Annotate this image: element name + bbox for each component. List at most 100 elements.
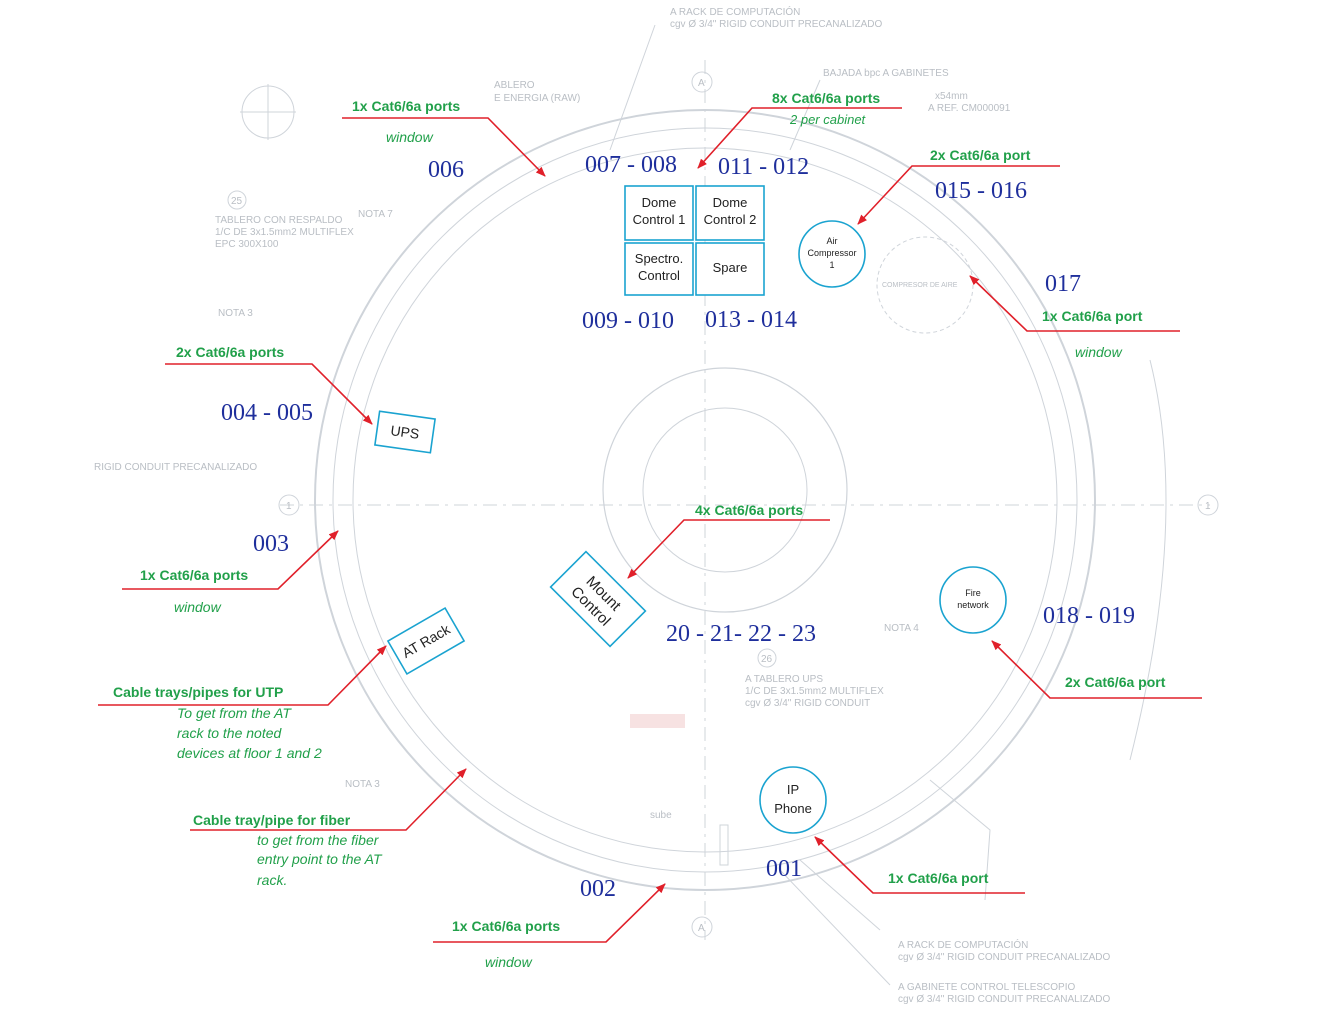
device-ip-phone: IP Phone <box>759 766 827 834</box>
port-numbers: 006 007 - 008 011 - 012 015 - 016 017 00… <box>221 152 1135 902</box>
bg-rigid: RIGID CONDUIT PRECANALIZADO <box>94 462 257 473</box>
bg-marker-1-right: 1 <box>1205 501 1211 512</box>
bg-marker-1-left: 1 <box>286 501 292 512</box>
bg-marker-a-bottom: A <box>698 923 705 934</box>
port-number-20-23: 20 - 21- 22 - 23 <box>666 621 816 647</box>
bg-tablero-1: ABLERO <box>494 80 535 91</box>
label-bottom-window: window <box>485 954 533 970</box>
bg-tablero-ups-1: A TABLERO UPS <box>745 674 823 685</box>
bg-bajada-3: A REF. CM000091 <box>928 103 1011 114</box>
label-left-ports: 1x Cat6/6a ports <box>140 567 248 583</box>
port-number-006: 006 <box>428 157 464 183</box>
port-number-015-016: 015 - 016 <box>935 178 1027 204</box>
label-tray-fiber: Cable tray/pipe for fiber <box>193 812 351 828</box>
label-left-window: window <box>174 599 222 615</box>
port-number-009-010: 009 - 010 <box>582 308 674 334</box>
bg-bajada-2: x54mm <box>935 91 968 102</box>
port-number-004-005: 004 - 005 <box>221 400 313 426</box>
label-phone-ports: 1x Cat6/6a port <box>888 870 989 886</box>
device-fire-network: Fire network <box>939 566 1007 634</box>
bg-marker-25: 25 <box>231 196 243 207</box>
device-dome-control-1: Dome Control 1 <box>624 185 694 241</box>
dome-control-2-line-1: Dome <box>713 195 748 210</box>
port-number-002: 002 <box>580 876 616 902</box>
device-spectro-control: Spectro. Control <box>624 242 694 296</box>
bg-gab-bot-1: A GABINETE CONTROL TELESCOPIO <box>898 982 1075 993</box>
label-top-left-window: window <box>386 129 434 145</box>
bg-tablero-resp-3: EPC 300X100 <box>215 239 279 250</box>
air-compressor-line-1: Air <box>827 236 838 246</box>
label-right-ports: 1x Cat6/6a port <box>1042 308 1143 324</box>
fire-network-line-2: network <box>957 600 989 610</box>
bg-nota3-top: NOTA 3 <box>218 308 253 319</box>
label-tray-fiber-note-1: to get from the fiber <box>257 832 380 848</box>
arrow-002 <box>433 883 666 943</box>
port-labels: 1x Cat6/6a ports window 8x Cat6/6a ports… <box>113 90 1166 970</box>
port-number-007-008: 007 - 008 <box>585 152 677 178</box>
arrow-fire <box>991 640 1202 699</box>
port-number-013-014: 013 - 014 <box>705 307 797 333</box>
label-top-left-ports: 1x Cat6/6a ports <box>352 98 460 114</box>
fire-network-line-1: Fire <box>965 588 981 598</box>
port-number-011-012: 011 - 012 <box>718 154 809 180</box>
bg-rack-bot-1: A RACK DE COMPUTACIÓN <box>898 938 1028 951</box>
arrow-phone <box>814 836 1025 894</box>
label-mount-ports: 4x Cat6/6a ports <box>695 502 803 518</box>
label-top-right-ports: 2x Cat6/6a port <box>930 147 1031 163</box>
label-trays-utp-note-2: rack to the noted <box>177 725 283 741</box>
arrow-006 <box>342 117 546 177</box>
bg-marker-26: 26 <box>761 654 773 665</box>
arrow-ups <box>165 363 373 425</box>
label-bottom-ports: 1x Cat6/6a ports <box>452 918 560 934</box>
dome-control-2-line-2: Control 2 <box>704 212 757 227</box>
arrow-at-rack <box>98 645 387 706</box>
bg-rack-top-2: cgv Ø 3/4" RIGID CONDUIT PRECANALIZADO <box>670 19 883 30</box>
label-top-center-ports: 8x Cat6/6a ports <box>772 90 880 106</box>
bg-tablero-resp-2: 1/C DE 3x1.5mm2 MULTIFLEX <box>215 227 354 238</box>
device-mount-control: Mount Control <box>549 550 647 648</box>
bg-tablero-ups-3: cgv Ø 3/4" RIGID CONDUIT <box>745 698 870 709</box>
bg-tablero-2: E ENERGIA (RAW) <box>494 93 580 104</box>
bg-compresor: COMPRESOR DE AIRE <box>882 282 958 289</box>
label-tray-fiber-note-2: entry point to the AT <box>257 851 383 867</box>
label-fire-ports: 2x Cat6/6a port <box>1065 674 1166 690</box>
device-dome-control-2: Dome Control 2 <box>695 185 765 241</box>
label-trays-utp-note-3: devices at floor 1 and 2 <box>177 745 322 761</box>
bg-rack-bot-2: cgv Ø 3/4" RIGID CONDUIT PRECANALIZADO <box>898 952 1111 963</box>
bg-gab-bot-2: cgv Ø 3/4" RIGID CONDUIT PRECANALIZADO <box>898 994 1111 1005</box>
label-ups-ports: 2x Cat6/6a ports <box>176 344 284 360</box>
spare-label: Spare <box>713 260 748 275</box>
bg-nota7: NOTA 7 <box>358 209 393 220</box>
air-compressor-line-2: Compressor <box>807 248 856 258</box>
arrow-mount <box>627 519 830 579</box>
ups-label: UPS <box>390 422 421 442</box>
device-ups: UPS <box>374 410 436 454</box>
bg-bajada-1: BAJADA bpc A GABINETES <box>823 68 949 79</box>
arrow-air-compressor <box>857 165 1060 225</box>
port-number-003: 003 <box>253 531 289 557</box>
dome-control-1-line-1: Dome <box>642 195 677 210</box>
dome-control-1-line-2: Control 1 <box>633 212 686 227</box>
bg-nota3-bottom: NOTA 3 <box>345 779 380 790</box>
bg-rack-top-1: A RACK DE COMPUTACIÓN <box>670 5 800 18</box>
arrow-fiber <box>190 768 467 831</box>
device-at-rack: AT Rack <box>386 606 466 676</box>
air-compressor-line-3: 1 <box>829 260 834 270</box>
device-spare: Spare <box>695 242 765 296</box>
bg-sube: sube <box>650 810 672 821</box>
port-number-017: 017 <box>1045 271 1081 297</box>
label-top-center-note: 2 per cabinet <box>789 112 867 127</box>
label-trays-utp: Cable trays/pipes for UTP <box>113 684 283 700</box>
leader-arrows <box>98 107 1202 943</box>
arrow-cabinets <box>697 107 902 169</box>
ip-phone-line-1: IP <box>787 782 799 797</box>
bg-nota4: NOTA 4 <box>884 623 919 634</box>
background-text: A RACK DE COMPUTACIÓN cgv Ø 3/4" RIGID C… <box>94 5 1211 1005</box>
spectro-control-line-2: Control <box>638 268 680 283</box>
port-number-018-019: 018 - 019 <box>1043 603 1135 629</box>
arrow-017 <box>969 275 1180 332</box>
spectro-control-line-1: Spectro. <box>635 251 683 266</box>
label-right-window: window <box>1075 344 1123 360</box>
